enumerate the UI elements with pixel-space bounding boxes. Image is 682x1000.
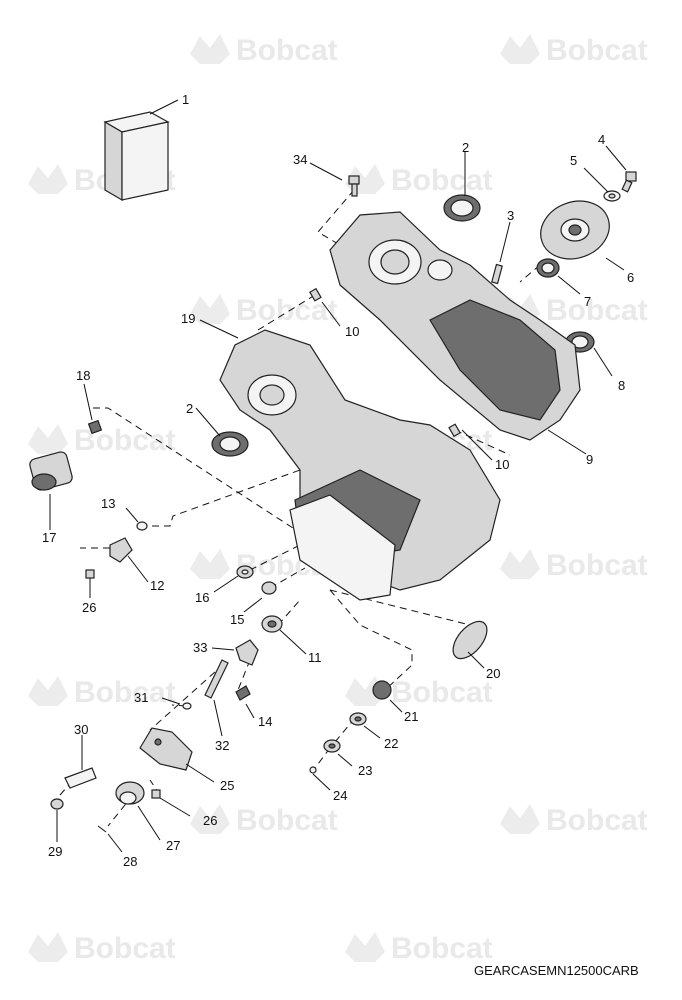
callout-10-top: 10 — [345, 324, 359, 339]
callout-34: 34 — [293, 152, 307, 167]
watermark: Bobcat — [391, 932, 493, 965]
watermark: Bobcat — [236, 34, 338, 67]
part-nut-23 — [323, 739, 341, 753]
part-plug-18 — [87, 419, 103, 435]
part-spring-14 — [235, 685, 251, 701]
part-stud-3 — [491, 263, 503, 285]
part-pin-24 — [309, 766, 317, 774]
part-nut-29 — [50, 798, 64, 810]
callout-6: 6 — [627, 270, 634, 285]
callout-19: 19 — [181, 311, 195, 326]
callout-33: 33 — [193, 640, 207, 655]
watermark: Bobcat — [546, 34, 648, 67]
callout-9: 9 — [586, 452, 593, 467]
callout-29: 29 — [48, 844, 62, 859]
callout-17: 17 — [42, 530, 56, 545]
part-box-1 — [103, 111, 170, 202]
part-bearing-11 — [261, 615, 283, 633]
callout-25: 25 — [220, 778, 234, 793]
callout-7: 7 — [584, 294, 591, 309]
part-screw-26-right — [151, 789, 161, 799]
callout-12: 12 — [150, 578, 164, 593]
callout-16: 16 — [195, 590, 209, 605]
part-seal-2-top — [443, 194, 481, 222]
part-bearing-15 — [261, 581, 277, 595]
part-seal-2-lower — [211, 431, 249, 457]
callout-24: 24 — [333, 788, 347, 803]
part-bearing-16 — [236, 565, 254, 579]
callout-2-lower: 2 — [186, 401, 193, 416]
callout-8: 8 — [618, 378, 625, 393]
part-ring-31 — [182, 702, 192, 710]
part-gearcase-half-9 — [329, 211, 581, 441]
part-bearing-22 — [349, 712, 367, 726]
callout-26-left: 26 — [82, 600, 96, 615]
callout-15: 15 — [230, 612, 244, 627]
part-dowel-10-top — [309, 287, 322, 302]
callout-23: 23 — [358, 763, 372, 778]
callout-labels: 1 2 2 3 4 5 6 7 8 9 10 10 11 12 13 14 15… — [42, 92, 634, 869]
leader-lines — [49, 99, 627, 853]
part-pin-28 — [97, 825, 107, 833]
part-flange-6 — [540, 200, 610, 260]
watermark: Bobcat — [546, 804, 648, 837]
part-screw-26-left — [85, 569, 95, 579]
watermark: Bobcat — [74, 676, 176, 709]
watermark: Bobcat — [236, 804, 338, 837]
callout-26-right: 26 — [203, 813, 217, 828]
callout-1: 1 — [182, 92, 189, 107]
callout-10-bottom: 10 — [495, 457, 509, 472]
part-clip-30 — [64, 767, 97, 789]
callout-5: 5 — [570, 153, 577, 168]
callout-30: 30 — [74, 722, 88, 737]
callout-28: 28 — [123, 854, 137, 869]
part-shaft-32 — [204, 659, 229, 699]
callout-21: 21 — [404, 709, 418, 724]
callout-14: 14 — [258, 714, 272, 729]
part-cover-20 — [452, 620, 488, 660]
watermark: Bobcat — [546, 549, 648, 582]
part-gear-21 — [372, 680, 392, 700]
callout-31: 31 — [134, 690, 148, 705]
callout-18: 18 — [76, 368, 90, 383]
part-bolt-4 — [621, 171, 637, 193]
callout-2-top: 2 — [462, 140, 469, 155]
callout-32: 32 — [215, 738, 229, 753]
callout-4: 4 — [598, 132, 605, 147]
callout-20: 20 — [486, 666, 500, 681]
watermark: Bobcat — [391, 164, 493, 197]
part-plate-25 — [139, 727, 193, 771]
callout-22: 22 — [384, 736, 398, 751]
watermark: Bobcat — [74, 932, 176, 965]
part-gearcase-half-19 — [219, 329, 501, 601]
part-actuator-17 — [29, 451, 73, 491]
part-knob-27 — [115, 781, 145, 805]
callout-13: 13 — [101, 496, 115, 511]
drawing-code: GEARCASEMN12500CARB — [474, 963, 639, 978]
watermark: Bobcat — [74, 424, 176, 457]
watermark: Bobcat — [546, 294, 648, 327]
callout-11: 11 — [308, 650, 322, 665]
watermark: Bobcat — [391, 676, 493, 709]
part-lever-33 — [235, 639, 259, 666]
callout-27: 27 — [166, 838, 180, 853]
part-bolt-34 — [348, 175, 360, 197]
part-washer-5 — [603, 190, 621, 202]
part-sensor-12 — [109, 537, 133, 563]
part-oring-13 — [136, 521, 148, 531]
part-seal-7 — [536, 258, 560, 278]
callout-3: 3 — [507, 208, 514, 223]
part-dowel-10-bottom — [448, 423, 461, 438]
watermark: Bobcat — [236, 294, 338, 327]
